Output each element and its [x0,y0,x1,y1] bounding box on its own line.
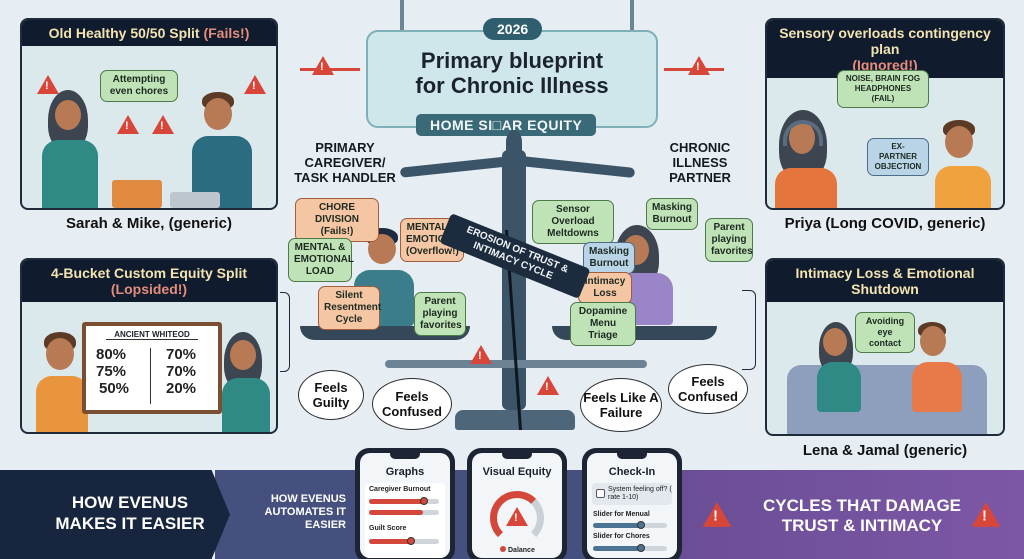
speech-bubble: Avoiding eye contact [855,312,915,353]
panel-sensory-overloads: Sensory overloads contingency plan (Igno… [765,18,1005,210]
bubble-silent-resentment: Silent Resentment Cycle [318,286,381,330]
bubble-masking-burnout: Masking Burnout [583,242,635,274]
phone-title: Graphs [385,466,425,478]
headphones-icon [783,120,823,146]
board-left-column: 80% 75% 50% [96,346,130,397]
thought-feels-confused: Feels Confused [372,378,452,430]
connector-line-left [280,292,290,372]
slider-knob[interactable] [407,537,415,545]
board-right-column: 70% 70% 20% [166,346,197,397]
slider-mental[interactable] [637,521,645,529]
panel-heading: Sensory overloads contingency plan (Igno… [767,20,1003,78]
scale-beam-right [519,156,636,178]
speech-bubble: Attempting even chores [100,70,178,102]
cleaning-basket [112,180,162,208]
phone-title: Visual Equity [482,466,552,478]
bottom-makes-easier-section [0,470,230,559]
metric-label: Guilt Score [369,525,407,532]
thought-feels-confused-right: Feels Confused [668,364,748,414]
speech-bubble: NOISE, BRAIN FOG HEADPHONES (FAIL) [837,70,929,108]
panel-heading: Old Healthy 50/50 Split (Fails!) [22,20,276,46]
thought-feels-failure: Feels Like A Failure [580,378,662,432]
title-sign: 2026 Primary blueprint for Chronic Illne… [366,18,658,136]
equity-gauge [490,491,544,545]
bubble-masking-burnout-top: Masking Burnout [646,198,698,230]
bottom-cycles-section [680,470,1024,559]
panel-old-healthy-split: Old Healthy 50/50 Split (Fails!) Attempt… [20,18,278,210]
slider-label: Slider for Chores [593,533,650,540]
warning-icon [470,345,492,364]
warning-icon [688,56,710,75]
warning-icon [702,502,732,527]
warning-icon [506,507,528,526]
gauge-legend: Dalance [500,546,535,554]
graphs-card: Caregiver Burnout Guilt Score [365,483,445,558]
slider-label: Slider for Menual [593,511,650,518]
warning-icon [37,75,59,94]
panel-caption: Priya (Long COVID, generic) [784,215,986,232]
thought-feels-guilty: Feels Guilty [298,370,364,420]
warning-icon [117,115,139,134]
panel-4-bucket-split: 4-Bucket Custom Equity Split (Lopsided!)… [20,258,278,434]
panel-heading: Intimacy Loss & Emotional Shutdown [767,260,1003,302]
phone-title: Check-In [608,466,656,478]
role-label-chronic-illness: CHRONIC ILLNESS PARTNER [669,140,731,185]
slider-chores[interactable] [637,544,645,552]
scale-finial [506,130,522,154]
bubble-chore-division: CHORE DIVISION (Fails!) [295,198,379,242]
panel-intimacy-loss: Intimacy Loss & Emotional Shutdown Avoid… [765,258,1005,436]
checkbox[interactable] [596,489,605,498]
slider-knob[interactable] [420,497,428,505]
bubble-dopamine-triage: Dopamine Menu Triage [570,302,636,346]
page-title: Primary blueprint for Chronic Illness [415,48,609,98]
title-year: 2026 [483,18,543,40]
warning-icon [312,56,334,75]
speech-bubble: EX-PARTNER OBJECTION [867,138,929,176]
whiteboard: ANCIENT WHITEOD 80% 75% 50% 70% 70% 20% [82,322,222,414]
connector-line-right [742,290,756,370]
warning-icon [971,502,1001,527]
role-label-caregiver: PRIMARY CAREGIVER/ TASK HANDLER [294,140,396,185]
bubble-parent-favorites-right: Parent playing favorites [705,218,753,262]
cleaning-tub [170,192,220,208]
whiteboard-title: ANCIENT WHITEOD [106,330,198,340]
phone-visual-equity: Visual Equity Dalance [467,448,567,559]
automates-title: HOW EVENUS AUTOMATES IT EASIER [264,493,346,531]
scale-beam-left [399,156,511,178]
phone-graphs: Graphs Caregiver Burnout Guilt Score [355,448,455,559]
bubble-parent-favorites: Parent playing favorites [414,292,466,336]
warning-icon [537,376,559,395]
cycles-title: CYCLES THAT DAMAGE TRUST & INTIMACY [762,496,961,535]
title-subtitle: HOME SI□AR EQUITY [416,114,597,136]
warning-icon [244,75,266,94]
phone-check-in: Check-In System feeling off? ( rate 1-10… [582,448,682,559]
warning-icon [152,115,174,134]
bubble-sensor-overload: Sensor Overload Meltdowns [532,200,614,244]
sign-hanger-left [400,0,404,30]
panel-caption: Lena & Jamal (generic) [802,442,968,459]
panel-caption: Sarah & Mike, (generic) [66,215,232,232]
makes-easier-title: HOW EVENUS MAKES IT EASIER [55,493,205,533]
bubble-mental-load: MENTAL & EMOTIONAL LOAD [288,238,354,282]
sign-hanger-right [630,0,634,30]
board-divider [150,348,151,404]
metric-label: Caregiver Burnout [369,486,431,493]
check-in-question[interactable]: System feeling off? ( rate 1-10) [592,483,672,505]
scale-base [455,410,575,430]
panel-heading: 4-Bucket Custom Equity Split (Lopsided!) [22,260,276,302]
